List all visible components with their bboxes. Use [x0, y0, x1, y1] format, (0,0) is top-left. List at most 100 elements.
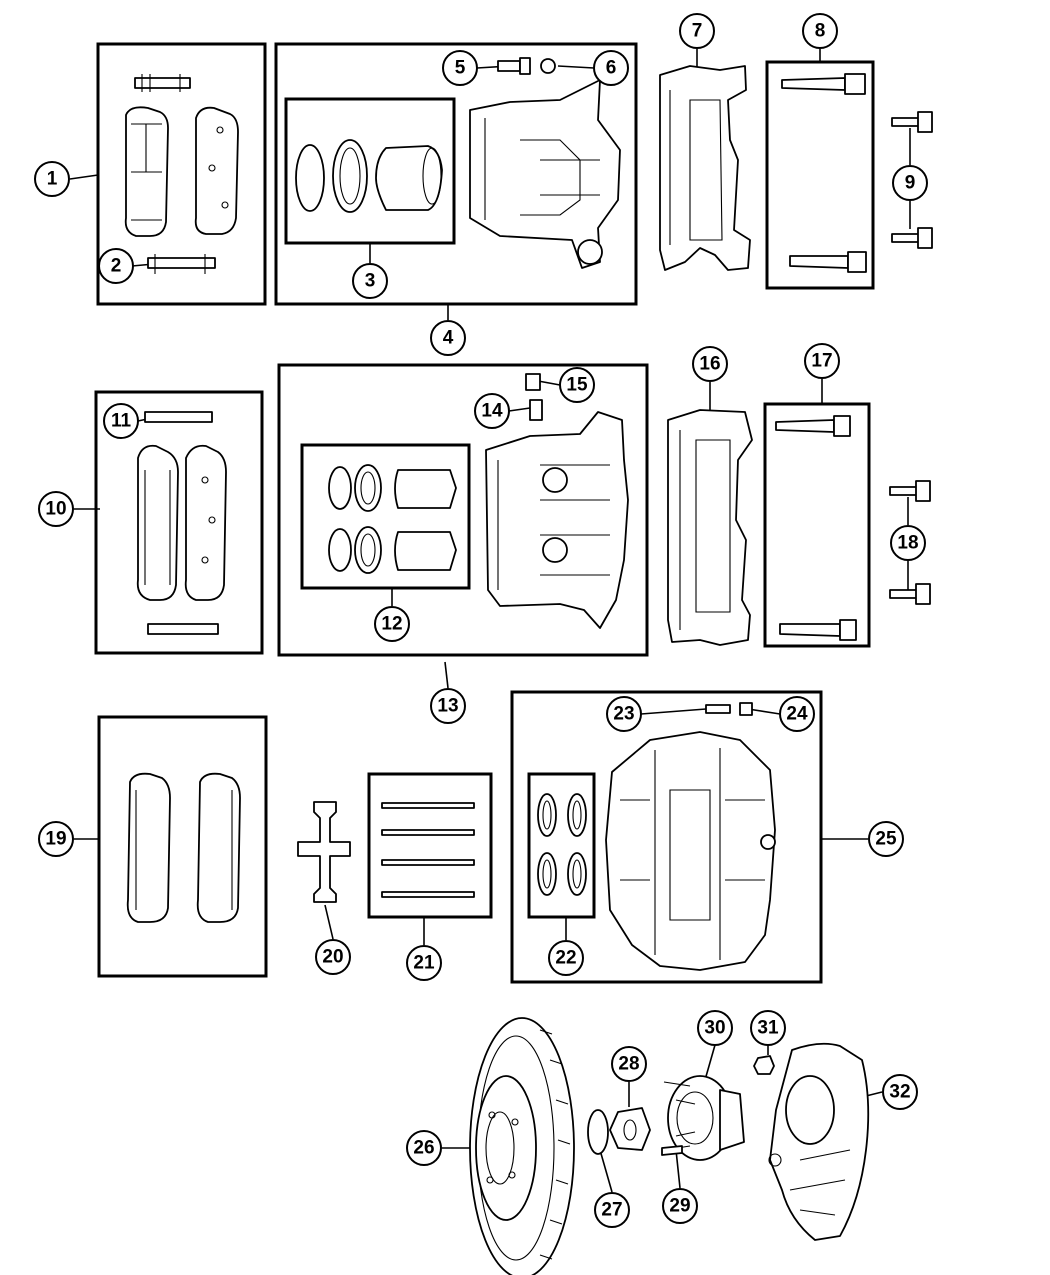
callout-32: 32 [882, 1074, 918, 1110]
brake-pad-set-19 [126, 772, 241, 923]
callout-4: 4 [430, 320, 466, 356]
callout-31: 31 [750, 1010, 786, 1046]
svg-text:11: 11 [111, 411, 132, 432]
svg-text:6: 6 [606, 58, 617, 79]
svg-text:8: 8 [815, 21, 826, 42]
bleeder-cap-6 [540, 58, 556, 74]
svg-text:2: 2 [111, 256, 122, 277]
svg-text:31: 31 [757, 1018, 779, 1039]
caliper-housing-4 [469, 79, 621, 269]
svg-text:26: 26 [413, 1138, 434, 1159]
svg-text:1: 1 [47, 169, 58, 190]
callout-21: 21 [406, 945, 442, 981]
brake-rotor-26 [469, 1017, 575, 1275]
svg-text:5: 5 [455, 58, 466, 79]
bleeder-cap-15 [525, 373, 541, 391]
callout-5: 5 [442, 50, 478, 86]
guide-pins-17 [775, 415, 857, 641]
svg-text:29: 29 [669, 1196, 690, 1217]
svg-text:20: 20 [322, 947, 343, 968]
callout-9: 9 [892, 165, 928, 201]
box-caliper-25 [510, 690, 823, 984]
callout-6: 6 [593, 50, 629, 86]
caliper-bracket-16 [667, 409, 753, 646]
svg-text:21: 21 [413, 953, 435, 974]
box-seal-kit-12 [300, 443, 471, 590]
bleeder-screw-5 [497, 57, 531, 75]
caliper-housing-25 [605, 731, 776, 971]
retaining-pins-21 [381, 802, 475, 898]
svg-text:17: 17 [811, 351, 832, 372]
callout-24: 24 [779, 696, 815, 732]
splash-shield-bolt-31 [753, 1055, 775, 1075]
callout-30: 30 [697, 1010, 733, 1046]
piston-seal-kit-3 [295, 139, 443, 213]
bleeder-cap-24 [739, 702, 753, 716]
callout-29: 29 [662, 1188, 698, 1224]
svg-text:25: 25 [875, 829, 897, 850]
callout-17: 17 [804, 343, 840, 379]
mounting-bolts-9 [891, 111, 933, 249]
svg-text:10: 10 [45, 499, 66, 520]
callout-8: 8 [802, 13, 838, 49]
box-pad-set-1 [96, 42, 267, 306]
svg-text:28: 28 [618, 1054, 639, 1075]
svg-text:3: 3 [365, 271, 376, 292]
caliper-housing-13 [485, 411, 629, 629]
box-caliper-4 [274, 42, 638, 306]
svg-text:19: 19 [45, 829, 66, 850]
callout-13: 13 [430, 688, 466, 724]
callout-14: 14 [474, 393, 510, 429]
callout-15: 15 [559, 367, 595, 403]
callout-18: 18 [890, 525, 926, 561]
wheel-stud-29 [661, 1145, 683, 1156]
box-pad-set-10 [94, 390, 264, 655]
svg-text:32: 32 [889, 1082, 910, 1103]
callout-28: 28 [611, 1046, 647, 1082]
callout-20: 20 [315, 939, 351, 975]
brake-pad-set-10 [136, 411, 227, 635]
callout-11: 11 [103, 403, 139, 439]
box-pins-21 [367, 772, 493, 919]
box-seal-kit-22 [527, 772, 596, 919]
caliper-bracket-7 [659, 65, 751, 271]
box-pad-set-19 [97, 715, 268, 978]
callout-22: 22 [548, 940, 584, 976]
callout-1: 1 [34, 161, 70, 197]
dust-cap-27 [587, 1109, 609, 1155]
callout-10: 10 [38, 491, 74, 527]
callout-2: 2 [98, 248, 134, 284]
svg-text:12: 12 [381, 614, 402, 635]
callout-19: 19 [38, 821, 74, 857]
piston-seal-kit-22 [537, 793, 587, 896]
brake-pad-set-1 [124, 74, 239, 274]
svg-text:14: 14 [481, 401, 503, 422]
svg-text:30: 30 [704, 1018, 725, 1039]
svg-text:18: 18 [897, 533, 918, 554]
svg-text:27: 27 [601, 1200, 622, 1221]
splash-shield-32 [768, 1042, 870, 1241]
callout-7: 7 [679, 13, 715, 49]
svg-text:9: 9 [905, 173, 916, 194]
mounting-bolts-18 [889, 480, 931, 605]
svg-text:13: 13 [437, 696, 458, 717]
guide-pins-8 [781, 73, 867, 273]
callout-16: 16 [692, 346, 728, 382]
anti-rattle-clip-20 [297, 801, 351, 903]
hub-bearing-30 [663, 1075, 745, 1161]
bleeder-screw-23 [705, 704, 731, 714]
box-pins-17 [763, 402, 871, 648]
svg-text:4: 4 [443, 328, 454, 349]
callout-3: 3 [352, 263, 388, 299]
piston-seal-kit-12 [328, 464, 457, 574]
svg-text:16: 16 [699, 354, 720, 375]
callout-25: 25 [868, 821, 904, 857]
svg-text:7: 7 [692, 21, 703, 42]
callout-12: 12 [374, 606, 410, 642]
callout-23: 23 [606, 696, 642, 732]
callout-27: 27 [594, 1192, 630, 1228]
callout-26: 26 [406, 1130, 442, 1166]
svg-text:24: 24 [786, 704, 808, 725]
bleeder-screw-14 [529, 399, 543, 421]
